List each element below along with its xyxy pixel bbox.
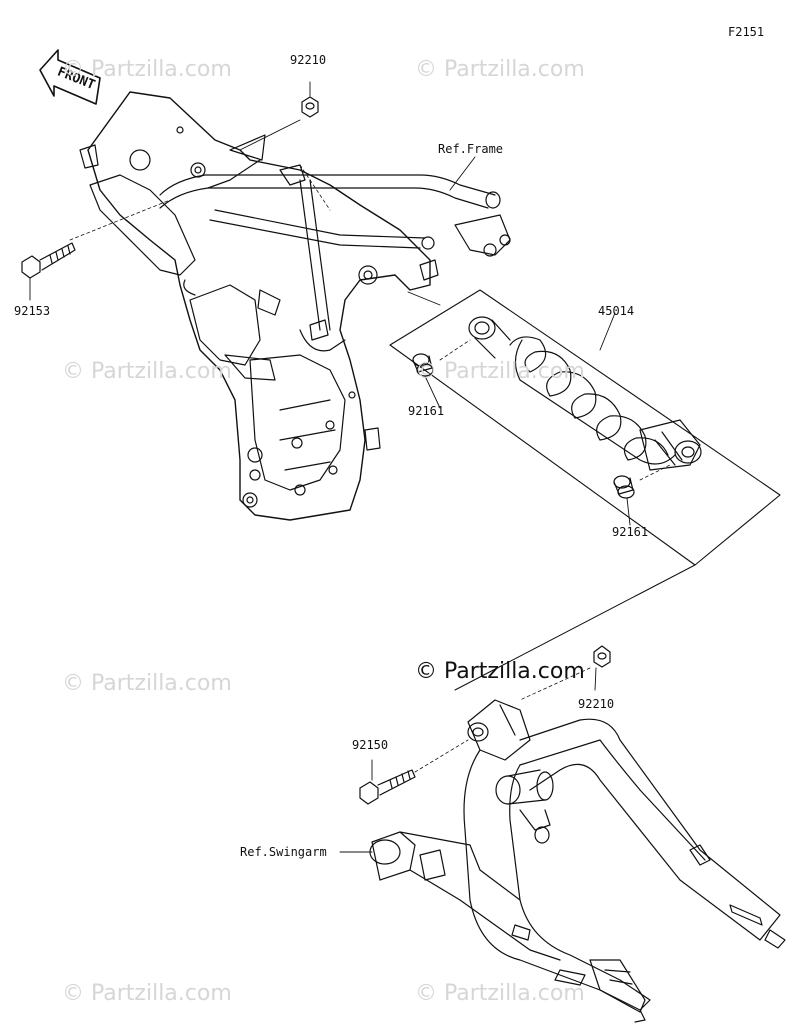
watermark-3: © Partzilla.com bbox=[62, 359, 232, 384]
shock-absorber bbox=[468, 316, 702, 471]
bushing-92161-upper bbox=[412, 339, 471, 409]
leader-ref-frame bbox=[449, 156, 476, 191]
label-92153: 92153 bbox=[14, 304, 51, 318]
leader-shock bbox=[599, 312, 616, 351]
label-45014: 45014 bbox=[598, 304, 635, 318]
copyright-text: © Partzilla.com bbox=[415, 659, 585, 684]
label-ref-swingarm: Ref.Swingarm bbox=[240, 845, 327, 859]
watermark-4: © Partzilla.com bbox=[415, 359, 585, 384]
watermark-1: © Partzilla.com bbox=[62, 57, 232, 82]
label-92150: 92150 bbox=[352, 738, 389, 752]
label-92210-lower: 92210 bbox=[578, 697, 615, 711]
nut-92210-lower bbox=[519, 645, 611, 701]
nut-92210-top bbox=[239, 81, 319, 151]
figure-code: F2151 bbox=[728, 25, 765, 39]
bolt-92153 bbox=[21, 242, 76, 301]
frame-drawing bbox=[69, 91, 511, 521]
label-ref-frame: Ref.Frame bbox=[438, 142, 504, 156]
shock-assembly-box bbox=[389, 289, 781, 566]
watermark-2: © Partzilla.com bbox=[415, 57, 585, 82]
watermark-6: © Partzilla.com bbox=[62, 981, 232, 1006]
bolt-92150 bbox=[359, 739, 469, 805]
bushing-92161-lower bbox=[613, 464, 671, 526]
label-92210-top: 92210 bbox=[290, 53, 327, 67]
label-92161-lower: 92161 bbox=[612, 525, 649, 539]
label-92161-upper: 92161 bbox=[408, 404, 445, 418]
watermark-5: © Partzilla.com bbox=[62, 671, 232, 696]
watermark-7: © Partzilla.com bbox=[415, 981, 585, 1006]
swingarm-drawing bbox=[369, 699, 786, 1023]
